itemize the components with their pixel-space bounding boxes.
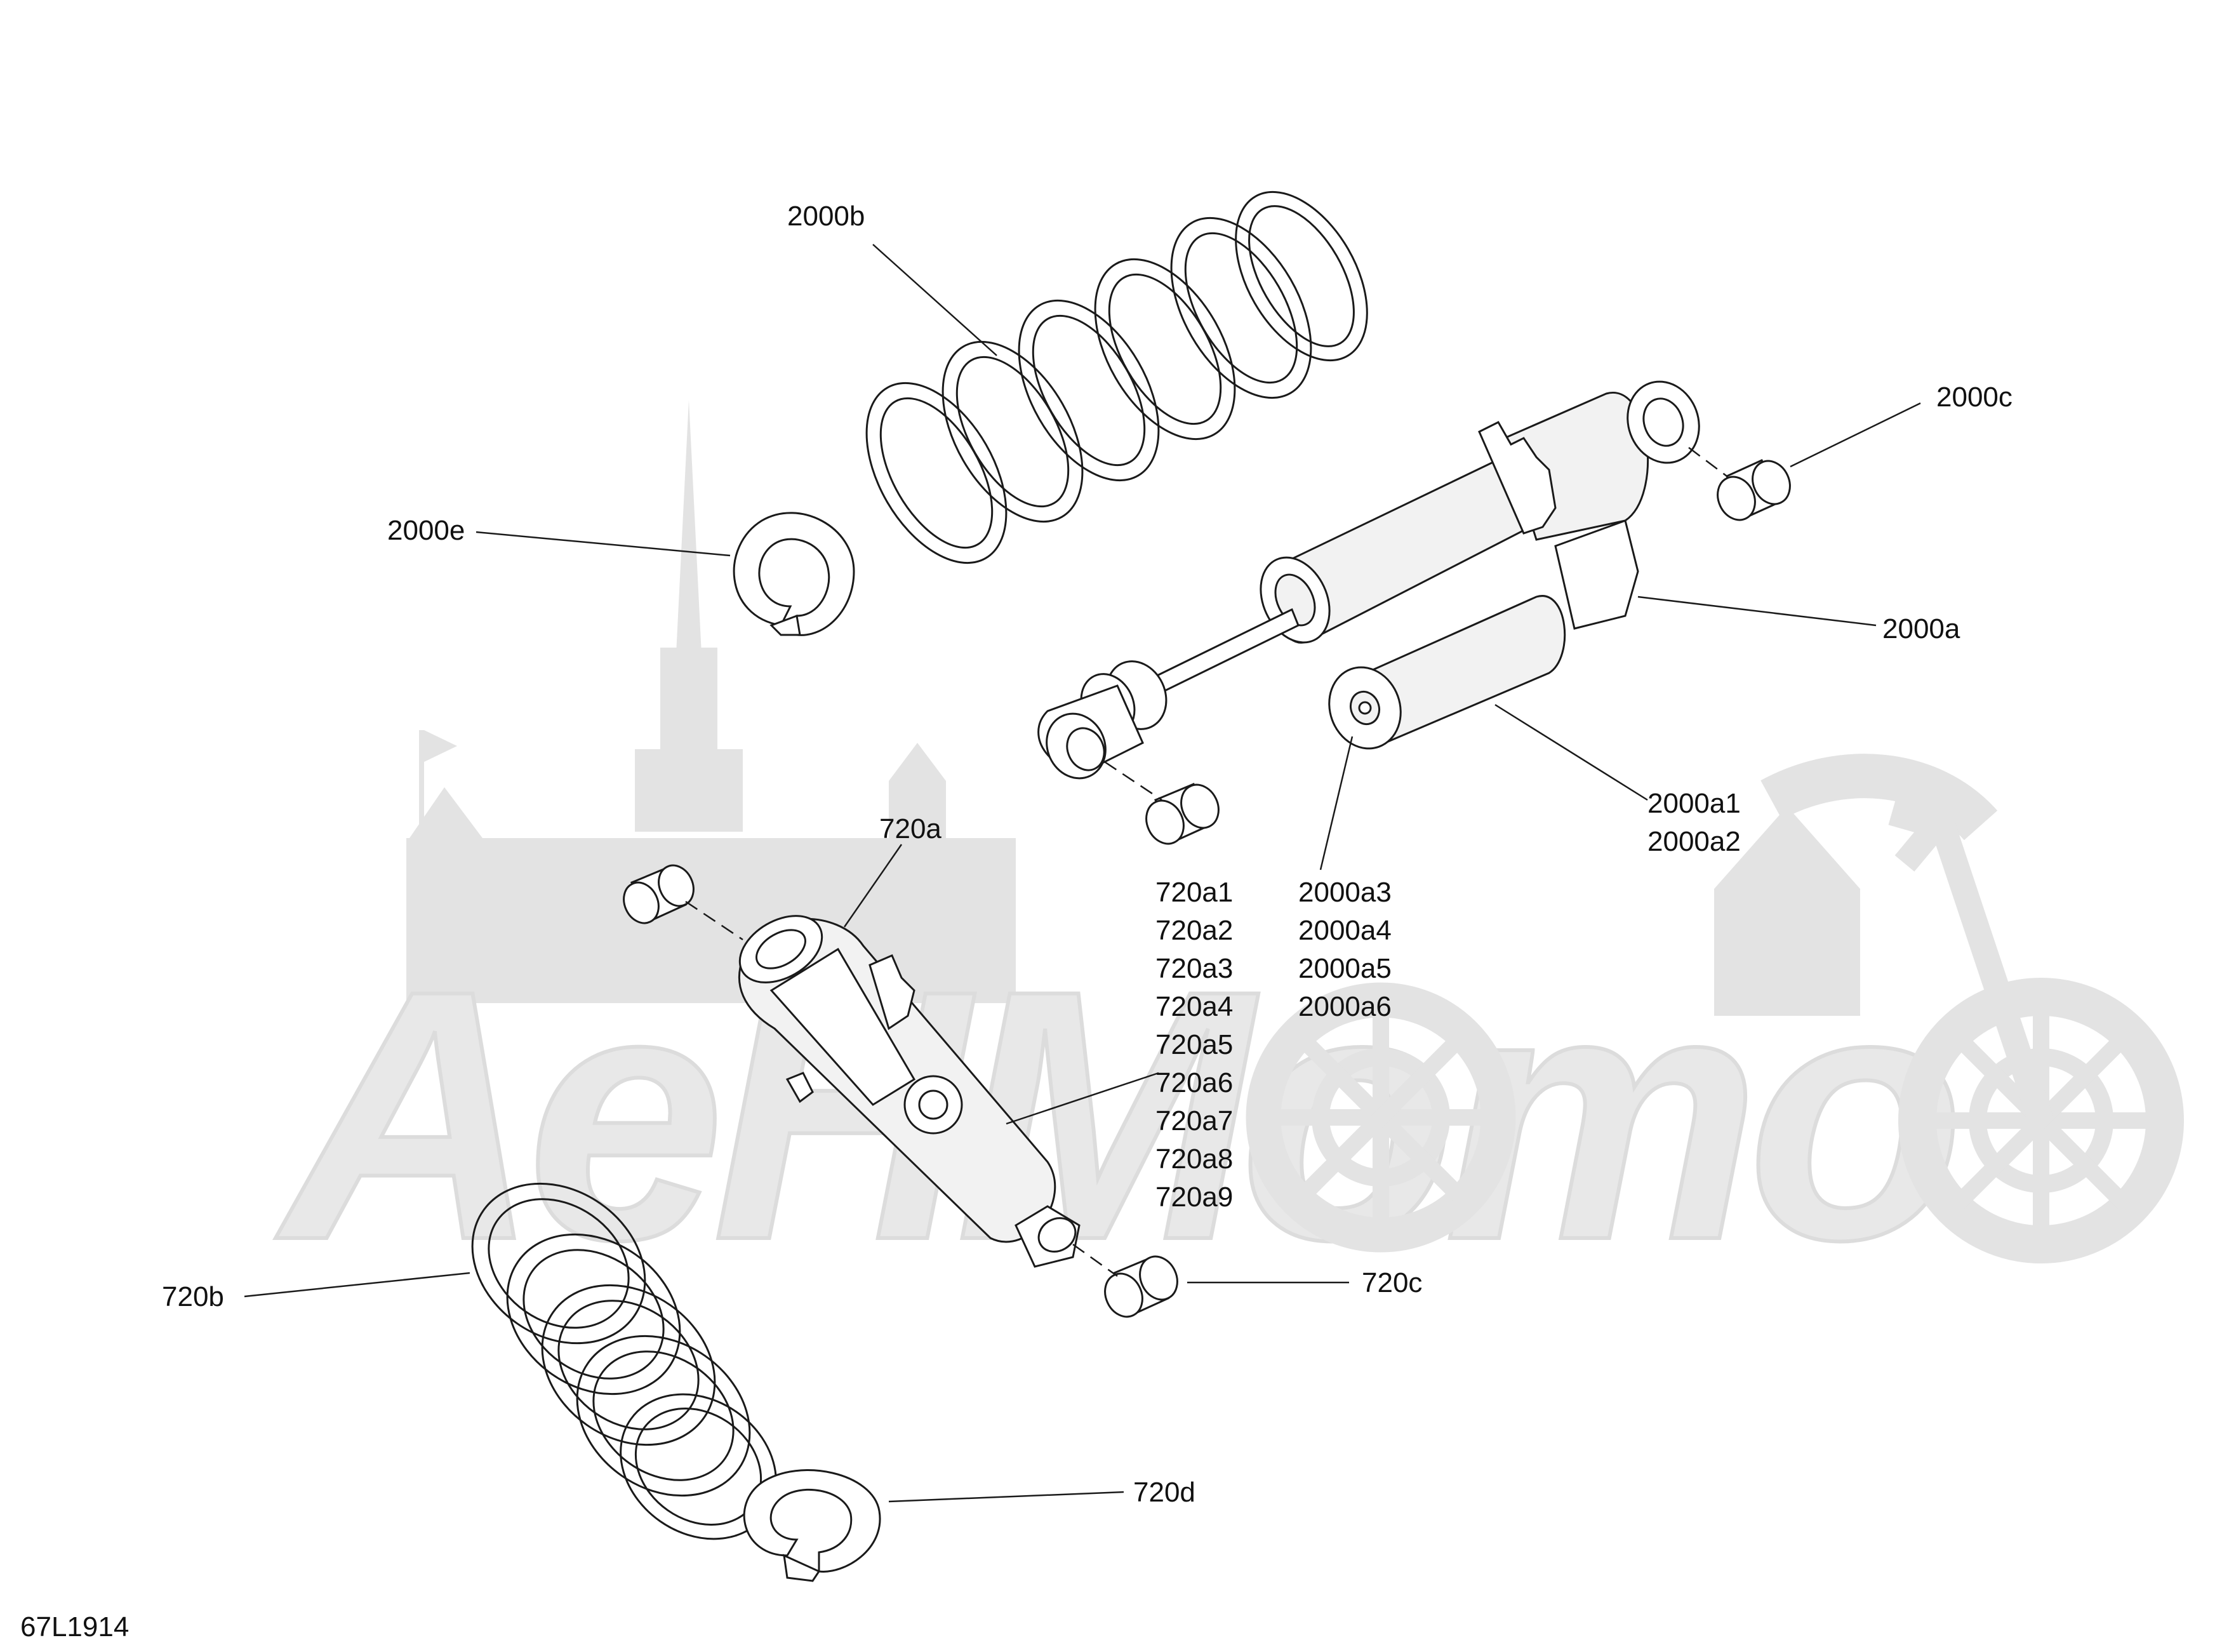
label-720a8: 720a8 (1155, 1143, 1233, 1175)
part-2000e-retainer (733, 512, 855, 636)
label-2000b: 2000b (787, 201, 865, 232)
part-720b-spring (471, 1182, 777, 1540)
part-bushing-720-upper (623, 864, 695, 924)
label-2000a1: 2000a1 (1647, 788, 1741, 819)
part-bushing-upper-lower (1145, 783, 1220, 845)
label-2000c: 2000c (1936, 382, 2013, 413)
label-2000a2: 2000a2 (1647, 826, 1741, 857)
leader-lines (244, 244, 1921, 1503)
axis-line-2000c (1688, 447, 1727, 477)
label-720a1: 720a1 (1155, 877, 1233, 908)
label-720a9: 720a9 (1155, 1182, 1233, 1213)
watermark-text: AeHMomo (272, 916, 1959, 1314)
label-2000a6: 2000a6 (1298, 991, 1392, 1022)
label-720a3: 720a3 (1155, 953, 1233, 984)
label-720a4: 720a4 (1155, 991, 1233, 1022)
part-720d-retainer (743, 1469, 881, 1582)
watermark-wheel-front (1246, 982, 1516, 1253)
label-720a5: 720a5 (1155, 1029, 1233, 1060)
watermark: AeHMomo (270, 400, 2184, 1316)
axis-line-720c (1072, 1243, 1118, 1277)
label-2000a5: 2000a5 (1298, 953, 1392, 984)
part-720c-bushing (1104, 1255, 1178, 1318)
label-720a2: 720a2 (1155, 915, 1233, 946)
label-720b: 720b (162, 1281, 224, 1312)
axis-line-2000-lower (1104, 761, 1162, 801)
part-2000b-spring (865, 190, 1368, 564)
drawing-code: 67L1914 (20, 1611, 129, 1642)
label-2000a: 2000a (1882, 613, 1960, 644)
label-720a6: 720a6 (1155, 1067, 1233, 1098)
label-720c: 720c (1362, 1267, 1422, 1298)
label-2000a4: 2000a4 (1298, 915, 1392, 946)
watermark-skyline (406, 400, 1860, 1016)
axis-line-720-upper (685, 900, 743, 941)
part-2000a-shock-body (1037, 380, 1700, 780)
watermark-bike-frame (1760, 754, 2053, 1125)
part-2000c-bushing (1717, 459, 1791, 521)
part-720a-shock-body (738, 915, 1081, 1268)
label-720a: 720a (879, 813, 942, 844)
callout-labels: 2000b 2000c 2000e 2000a 2000a1 2000a2 20… (162, 201, 2013, 1508)
label-2000e: 2000e (387, 515, 465, 546)
part-2000a1-reservoir (1328, 595, 1566, 750)
label-720a7: 720a7 (1155, 1105, 1233, 1136)
label-720d: 720d (1133, 1477, 1195, 1508)
label-2000a3: 2000a3 (1298, 877, 1392, 908)
